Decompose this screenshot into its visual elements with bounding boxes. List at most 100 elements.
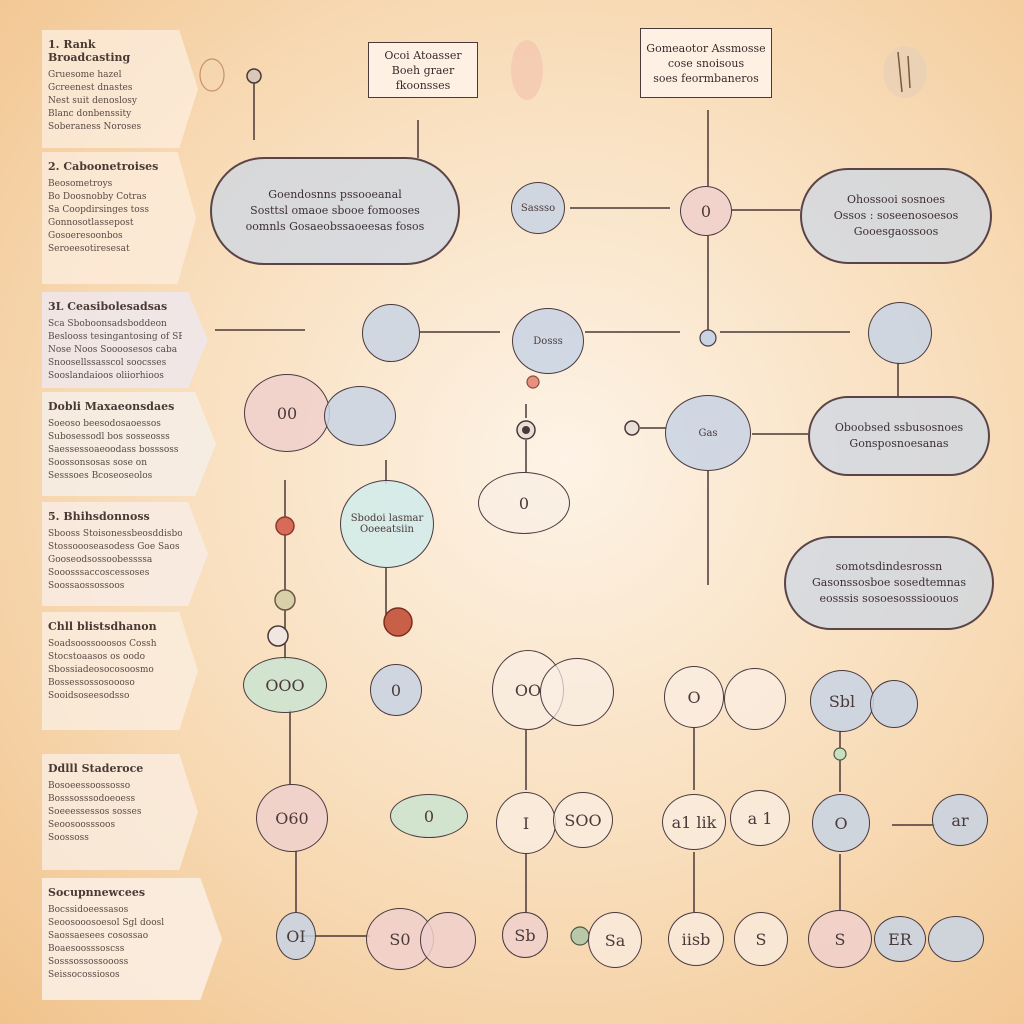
- circle-node-35: ER: [874, 916, 926, 962]
- circle-node-1: Sassso: [511, 182, 565, 234]
- box-line: Boeh graer fkoonsses: [391, 63, 455, 92]
- panel-title: 3L Ceasibolesadsas: [48, 300, 168, 313]
- panel-line: Beslooss tesingantosing of SE: [48, 332, 182, 342]
- panel-line: Blanc donbenssity: [48, 109, 132, 119]
- panel-line: Gonnosotlassepost: [48, 218, 134, 228]
- pill-line: eosssis sosoesosssioouos: [819, 592, 959, 605]
- pill-line: oomnls Gosaeobssaoeesas fosos: [245, 220, 425, 233]
- panel-line: Bo Doosnobby Cotras: [48, 192, 147, 202]
- circle-node-31: Sa: [588, 912, 642, 968]
- panel-line: Bossessossosoooso: [48, 678, 135, 688]
- panel-line: Sesssoes Bcoseoseolos: [48, 471, 153, 481]
- side-panel-8: Socupnnewcees Bocssidoeessasos Seoosooos…: [42, 878, 222, 1000]
- panel-line: Seroeesotiresesat: [48, 244, 130, 254]
- panel-title: Ddlll Staderoce: [48, 762, 144, 775]
- pill-line: Gonsposnoesanas: [849, 437, 949, 450]
- panel-line: Sca Sboboonsadsboddeon: [48, 319, 167, 329]
- panel-line: Nose Noos Soooosesos caba: [48, 345, 178, 355]
- circle-node-8: Gas: [665, 395, 751, 471]
- circle-node-14: [540, 658, 614, 726]
- pill-line: Gooesgaossoos: [853, 225, 939, 238]
- panel-line: Subosessodl bos sosseosss: [48, 432, 170, 442]
- side-panel-5: 5. Bhihsdonnoss Sbooss Stoisonessbeosddi…: [42, 502, 208, 606]
- panel-line: Snoosellssasscol soocsses: [48, 358, 167, 368]
- panel-title: 5. Bhihsdonnoss: [48, 510, 150, 523]
- circle-node-3: [362, 304, 420, 362]
- box-line: soes feormbaneros: [653, 71, 759, 85]
- side-panel-7: Ddlll Staderoce Bosoeessoossosso Bosssos…: [42, 754, 198, 870]
- panel-line: Gooseodsossoobessssa: [48, 555, 153, 565]
- circle-node-34: S: [808, 910, 872, 968]
- panel-line: Stocstoaasos os oodo: [48, 652, 146, 662]
- panel-title: 2. Caboonetroises: [48, 160, 159, 173]
- top-box-1: Ocoi Atoasser Boeh graer fkoonsses: [368, 42, 478, 98]
- top-box-2: Gomeaotor Assmosse cose snoisous soes fe…: [640, 28, 772, 98]
- circle-node-29: [420, 912, 476, 968]
- panel-line: Saossaesees cosossao: [48, 931, 149, 941]
- panel-line: Gcreenest dnastes: [48, 83, 133, 93]
- pill-line: Goendosnns pssooeanal: [268, 188, 402, 201]
- panel-line: Stossoooseasodess Goe Saos: [48, 542, 180, 552]
- panel-line: Sooslandaioos oliiorhioos: [48, 371, 164, 381]
- panel-title: Chll blistsdhanon: [48, 620, 157, 633]
- panel-line: Soadsoossooosos Cossh: [48, 639, 157, 649]
- circle-node-30: Sb: [502, 912, 548, 958]
- panel-line: Sosssossossoooss: [48, 957, 129, 967]
- side-panel-6: Chll blistsdhanon Soadsoossooosos Cossh …: [42, 612, 198, 730]
- panel-line: Sa Coopdirsinges toss: [48, 205, 149, 215]
- panel-line: Gosoeresoonbos: [48, 231, 123, 241]
- panel-line: Nest suit denoslosy: [48, 96, 137, 106]
- circle-node-10: 0: [478, 472, 570, 534]
- box-line: Ocoi Atoasser: [384, 48, 462, 62]
- panel-line: Sooosssaccoscessoses: [48, 568, 150, 578]
- circle-node-6: 00: [244, 374, 330, 452]
- panel-line: Gruesome hazel: [48, 70, 122, 80]
- panel-title: Dobli Maxaeonsdaes: [48, 400, 175, 413]
- pill-line: Ossos : soseenosoesos: [833, 209, 959, 222]
- circle-node-26: ar: [932, 794, 988, 846]
- circle-node-16: [724, 668, 786, 730]
- panel-line: Bosssosssodoeoess: [48, 794, 136, 804]
- pill-node-2: Ohossooi sosnoes Ossos : soseenosoesos G…: [800, 168, 992, 264]
- pill-line: Oboobsed ssbusosnoes: [834, 421, 964, 434]
- pill-node-1: Goendosnns pssooeanal Sosttsl omaoe sboo…: [210, 157, 460, 265]
- side-panel-4: Dobli Maxaeonsdaes Soeoso beesodosaoesso…: [42, 392, 216, 496]
- panel-line: Saessessoaeoodass bosssoss: [48, 445, 179, 455]
- panel-line: Soossaossossoos: [48, 581, 125, 591]
- circle-node-4: Dosss: [512, 308, 584, 374]
- circle-node-5: [868, 302, 932, 364]
- pill-line: Gasonssosboe sosedtemnas: [811, 576, 967, 589]
- circle-node-24: a 1: [730, 790, 790, 846]
- circle-node-27: OI: [276, 912, 316, 960]
- pill-node-4: somotsdindesrossn Gasonssosboe sosedtemn…: [784, 536, 994, 630]
- circle-node-22: SOO: [553, 792, 613, 848]
- circle-node-9: Sbodoi lasmar Ooeeatsiin: [340, 480, 434, 568]
- panel-line: Seoosooosoesol Sgl doosl: [48, 918, 165, 928]
- circle-node-7: [324, 386, 396, 446]
- panel-line: Seoosoosssoos: [48, 820, 116, 830]
- panel-line: Soeoso beesodosaoessos: [48, 419, 161, 429]
- circle-node-36: [928, 916, 984, 962]
- circle-node-19: O60: [256, 784, 328, 852]
- panel-line: Boaesoosssoscss: [48, 944, 125, 954]
- pill-line: somotsdindesrossn: [835, 560, 943, 573]
- panel-title: Socupnnewcees: [48, 886, 146, 899]
- circle-node-33: S: [734, 912, 788, 966]
- panel-line: Soberaness Noroses: [48, 122, 142, 132]
- pill-line: Sosttsl omaoe sbooe fomooses: [250, 204, 420, 217]
- circle-node-25: O: [812, 794, 870, 852]
- pill-line: Ohossooi sosnoes: [846, 193, 946, 206]
- box-line: Gomeaotor Assmosse: [646, 41, 766, 55]
- side-panel-2: 2. Caboonetroises Beosometroys Bo Doosno…: [42, 152, 196, 284]
- panel-line: Bosoeessoossosso: [48, 781, 131, 791]
- panel-title: 1. Rank Broadcasting: [48, 38, 131, 64]
- circle-node-32: iisb: [668, 912, 724, 966]
- circle-node-15: O: [664, 666, 724, 728]
- circle-node-12: 0: [370, 664, 422, 716]
- side-panel-3: 3L Ceasibolesadsas Sca Sboboonsadsboddeo…: [42, 292, 208, 388]
- panel-line: Beosometroys: [48, 179, 113, 189]
- pill-node-3: Oboobsed ssbusosnoes Gonsposnoesanas: [808, 396, 990, 476]
- panel-line: Soeeessessos sosses: [48, 807, 142, 817]
- box-line: cose snoisous: [667, 56, 745, 70]
